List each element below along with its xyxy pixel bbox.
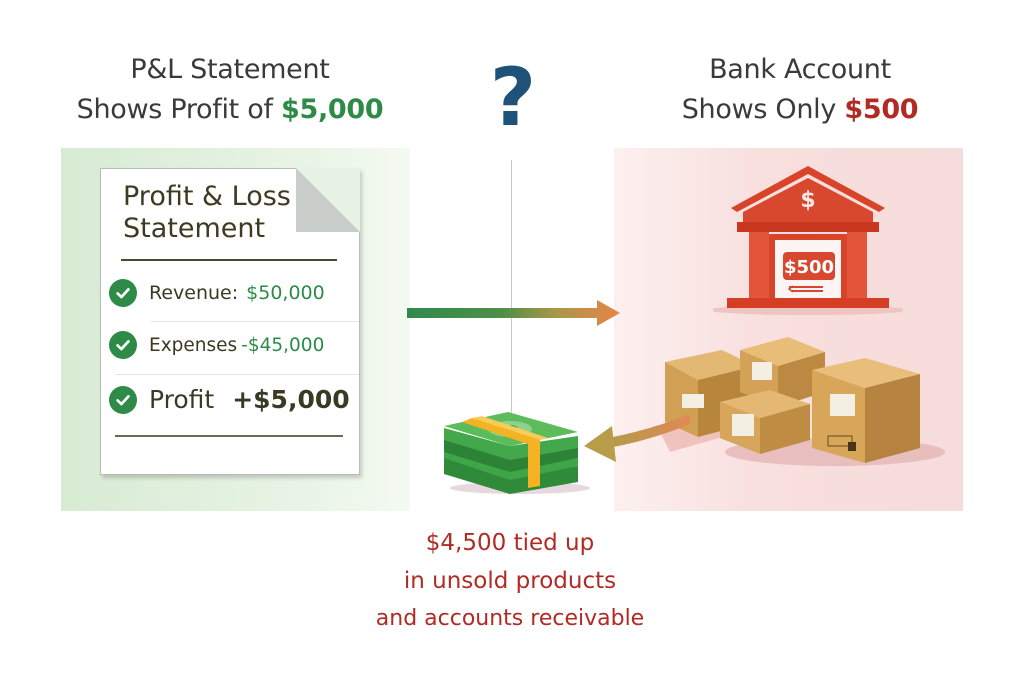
line-item-value: -$45,000 <box>241 334 325 356</box>
pl-headline-line2: Shows Profit of $5,000 <box>40 90 420 130</box>
center-divider <box>511 160 512 430</box>
caption-line3: and accounts receivable <box>375 606 645 631</box>
pl-profit-amount: $5,000 <box>280 94 384 125</box>
caption-line2: in unsold products <box>403 568 617 594</box>
line-item-value: $50,000 <box>246 282 325 304</box>
pl-title-line2: Statement <box>123 213 266 244</box>
bank-headline: Bank Account Shows Only $500 <box>600 50 1000 130</box>
row-divider <box>151 321 359 322</box>
total-underline <box>115 435 343 437</box>
arrow-curved-left-icon <box>584 414 690 462</box>
line-item-label: Expenses <box>149 334 238 356</box>
bank-balance-label: $500 <box>784 257 834 278</box>
svg-text:$: $ <box>800 188 815 213</box>
pl-headline-line1: P&L Statement <box>130 54 330 85</box>
pl-title-line1: Profit & Loss <box>123 181 291 212</box>
check-circle-icon <box>109 331 137 359</box>
cardboard-boxes-icon <box>660 337 945 466</box>
line-item-expenses: Expenses -$45,000 <box>109 331 353 359</box>
check-circle-icon <box>109 279 137 307</box>
pl-document: Profit & Loss Statement Revenue: $50,000… <box>100 168 360 475</box>
bank-headline-prefix: Shows Only <box>681 94 845 125</box>
bank-headline-line1: Bank Account <box>709 54 891 85</box>
pl-document-title: Profit & Loss Statement <box>123 181 353 245</box>
caption: $4,500 tied up in unsold products and ac… <box>340 524 680 638</box>
row-divider <box>115 374 359 375</box>
question-mark-icon: ? <box>489 51 537 144</box>
line-item-label: Profit <box>149 385 215 414</box>
title-underline <box>121 259 337 261</box>
bank-balance-amount: $500 <box>844 94 919 125</box>
bank-headline-line2: Shows Only $500 <box>600 90 1000 130</box>
caption-line1: $4,500 tied up <box>425 530 595 556</box>
line-item-profit: Profit +$5,000 <box>109 385 353 414</box>
arrow-right-icon <box>407 300 620 326</box>
pl-headline-prefix: Shows Profit of <box>76 94 281 125</box>
page-fold-icon <box>296 168 360 232</box>
line-item-value: +$5,000 <box>232 385 350 414</box>
line-item-revenue: Revenue: $50,000 <box>109 279 353 307</box>
bank-building-icon: $ $500 <box>713 166 903 315</box>
pl-headline: P&L Statement Shows Profit of $5,000 <box>40 50 420 130</box>
line-item-label: Revenue: <box>149 282 239 304</box>
money-stack-icon <box>444 412 590 494</box>
check-circle-icon <box>109 385 137 414</box>
